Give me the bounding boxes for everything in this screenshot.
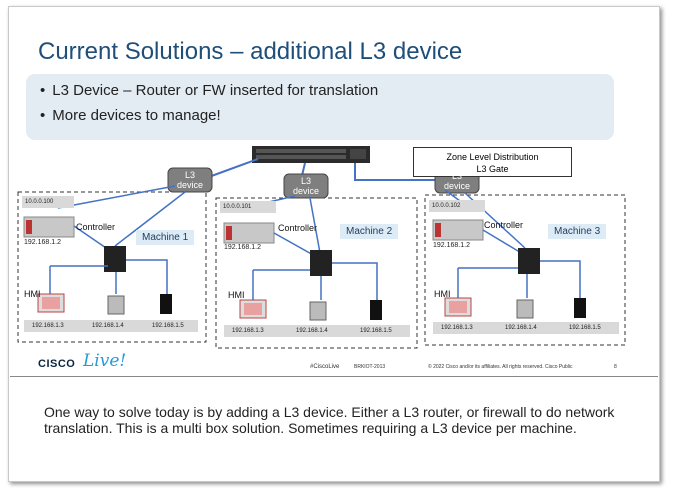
slide-title: Current Solutions – additional L3 device (38, 38, 463, 65)
io-module-icon (107, 295, 125, 315)
zone-switch-icon (252, 146, 370, 163)
slide: Current Solutions – additional L3 device… (10, 8, 658, 377)
hmi-label: HMI (24, 289, 41, 299)
zone-box-line1: Zone Level Distribution (446, 152, 539, 162)
ctrl-ip-label: 192.168.1.2 (24, 239, 61, 246)
machine-tag: Machine 1 (136, 230, 195, 245)
machine-3-boundary (424, 194, 626, 346)
wan-ip-label: 10.0.0.101 (220, 201, 276, 213)
wan-ip-label: 10.0.0.100 (22, 196, 74, 208)
hmi-label: HMI (228, 290, 245, 300)
bullet-item: L3 Device – Router or FW inserted for tr… (40, 82, 378, 99)
controller-label: Controller (278, 223, 318, 233)
machine-tag: Machine 2 (340, 224, 399, 239)
device-ip-strip: 192.168.1.3 192.168.1.4 192.168.1.5 (224, 325, 410, 337)
machine-tag: Machine 3 (548, 224, 607, 239)
wan-line (57, 185, 176, 209)
machine-1-boundary (17, 191, 207, 343)
zone-distribution-box: Zone Level Distribution L3 Gate (413, 147, 572, 177)
controller-label: Controller (484, 220, 524, 230)
io-module-icon (516, 299, 534, 319)
device-ip-strip: 192.168.1.3 192.168.1.4 192.168.1.5 (24, 320, 198, 332)
drive-icon (370, 300, 382, 320)
footer-page-number: 8 (614, 364, 617, 370)
controller-icon (23, 216, 75, 238)
cisco-live-logo: Live! (83, 351, 127, 371)
uplink-line (354, 163, 442, 181)
machine-switch-icon (310, 250, 332, 276)
footer-session: BRKIOT-2013 (354, 364, 386, 370)
machine-switch-icon (518, 248, 540, 274)
bullet-item: More devices to manage! (40, 107, 220, 124)
caption-text: One way to solve today is by adding a L3… (44, 404, 615, 436)
zone-box-line2: L3 Gate (476, 164, 509, 174)
wan-line (444, 189, 461, 202)
controller-label: Controller (76, 222, 116, 232)
ctrl-ip-label: 192.168.1.2 (224, 244, 261, 251)
cisco-logo: CISCO (38, 358, 76, 370)
uplink-line (205, 158, 259, 179)
bullet-box: L3 Device – Router or FW inserted for tr… (26, 74, 614, 140)
l3-device-1-icon (167, 167, 213, 193)
drive-icon (574, 298, 586, 318)
device-ip-strip: 192.168.1.3 192.168.1.4 192.168.1.5 (433, 322, 619, 334)
wan-line (114, 191, 186, 247)
hmi-label: HMI (434, 289, 451, 299)
wan-ip-label: 10.0.0.102 (429, 200, 485, 212)
io-module-icon (309, 301, 327, 321)
footer-copyright: © 2022 Cisco and/or its affiliates. All … (428, 364, 573, 370)
footer-hashtag: #CiscoLive (310, 364, 340, 370)
l3-device-2-icon (283, 173, 329, 199)
machine-switch-icon (104, 246, 126, 272)
wan-line (309, 197, 321, 254)
drive-icon (160, 294, 172, 314)
ctrl-ip-label: 192.168.1.2 (433, 242, 470, 249)
